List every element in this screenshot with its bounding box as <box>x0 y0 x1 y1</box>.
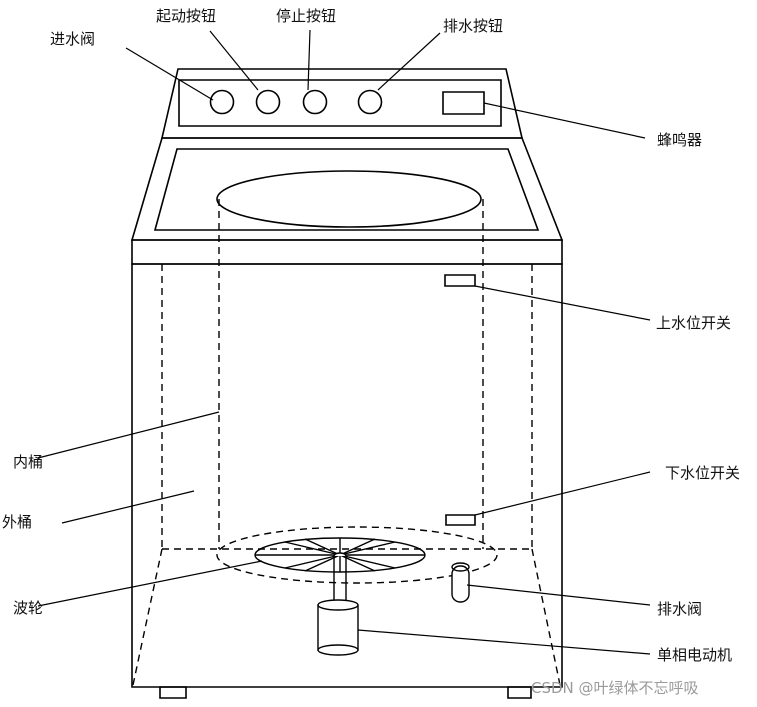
drain-button-knob <box>359 91 382 114</box>
buzzer-box <box>443 92 484 114</box>
label-inlet-valve: 进水阀 <box>50 30 96 48</box>
label-stop-button: 停止按钮 <box>276 7 337 25</box>
machine-body <box>132 138 562 698</box>
lower-level-switch-box <box>446 515 475 525</box>
label-inner-drum: 内桶 <box>13 453 44 471</box>
label-upper-level-switch: 上水位开关 <box>656 314 732 332</box>
left-foot <box>160 687 186 698</box>
label-impeller: 波轮 <box>13 599 44 617</box>
label-drain-button: 排水按钮 <box>443 17 504 35</box>
watermark: CSDN @叶绿体不忘呼吸 <box>531 679 699 697</box>
label-start-button: 起动按钮 <box>156 7 217 25</box>
start-button-knob <box>257 91 280 114</box>
drums <box>133 199 560 685</box>
label-motor: 单相电动机 <box>657 646 733 664</box>
upper-level-switch-box <box>445 275 475 286</box>
impeller-base-ellipse <box>217 527 497 583</box>
impeller-shaft <box>334 553 346 600</box>
stop-button-knob <box>304 91 327 114</box>
right-foot <box>508 687 531 698</box>
drain-valve <box>452 563 469 602</box>
inlet-valve-knob <box>211 91 234 114</box>
label-drain-valve: 排水阀 <box>657 600 703 618</box>
motor <box>318 600 358 655</box>
label-buzzer: 蜂鸣器 <box>657 131 703 149</box>
impeller <box>255 538 425 600</box>
leader-lines <box>38 30 650 654</box>
drum-opening <box>217 171 481 227</box>
label-lower-level-switch: 下水位开关 <box>665 464 741 482</box>
label-outer-drum: 外桶 <box>2 513 33 531</box>
control-panel <box>162 69 522 138</box>
